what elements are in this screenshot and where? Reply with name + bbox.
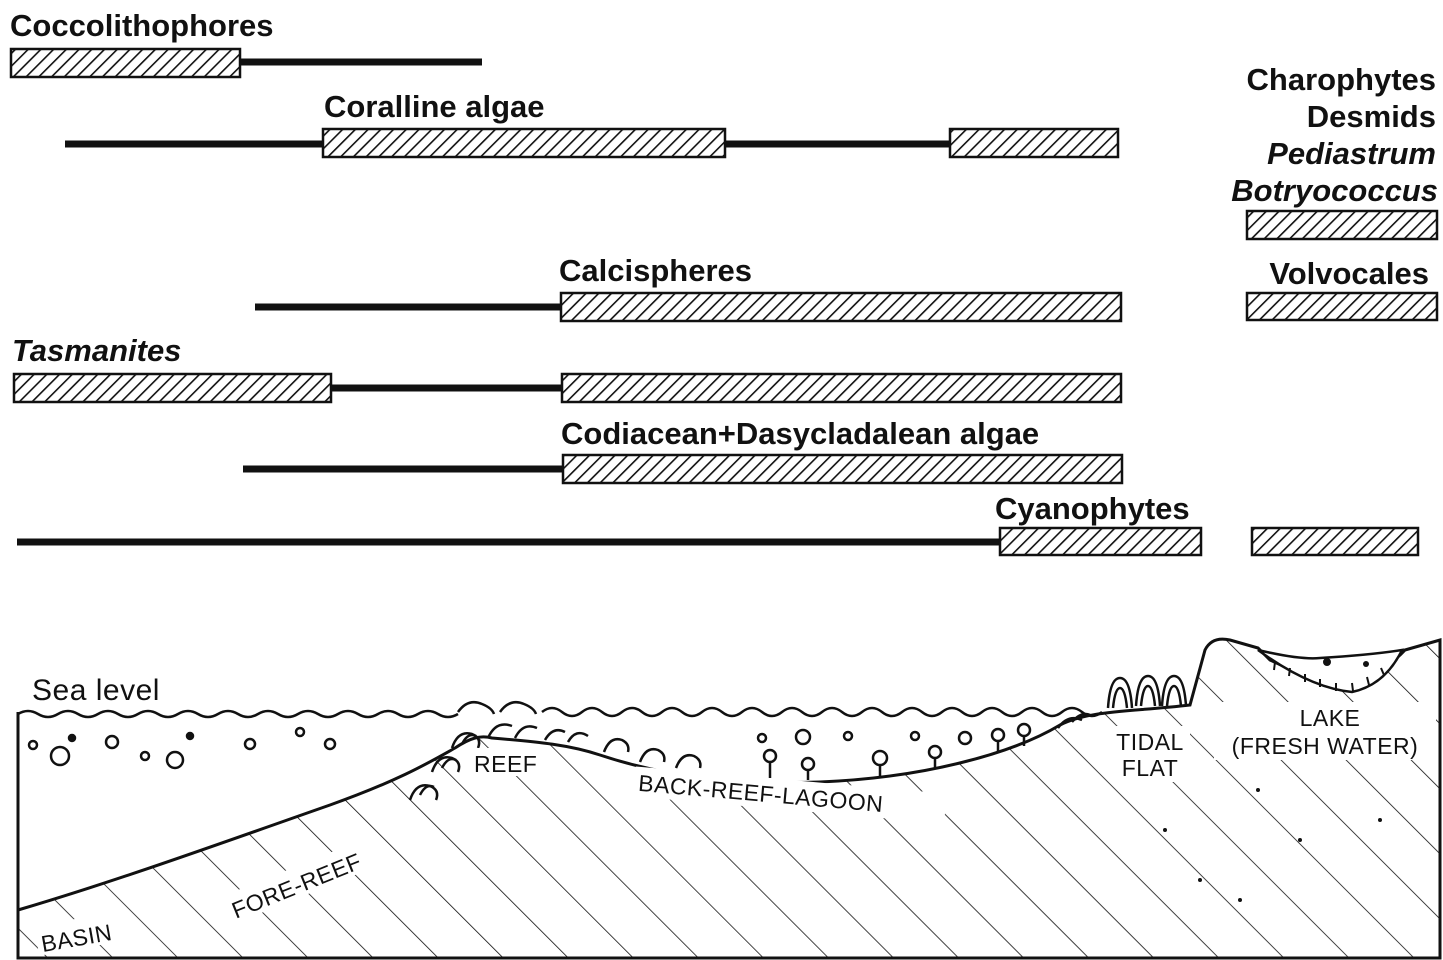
taxon-label-desmids: Desmids <box>1307 99 1436 134</box>
flat-label: FLAT <box>1122 755 1179 781</box>
range-bar <box>950 129 1118 157</box>
environment-cross-section: Sea level BASIN FORE-REEF REEF BACK-REEF… <box>18 639 1440 958</box>
reef-label-group: REEF <box>472 748 546 777</box>
range-calcispheres: Calcispheres <box>255 253 1121 321</box>
taxon-label-cyanophytes: Cyanophytes <box>995 491 1190 526</box>
taxon-label-charophytes: Charophytes <box>1247 62 1436 97</box>
taxon-label-coccolithophores: Coccolithophores <box>10 8 274 43</box>
range-bar-freshwater <box>1252 528 1418 555</box>
taxon-label-tasmanites: Tasmanites <box>12 333 181 368</box>
range-bar <box>562 374 1121 402</box>
range-bar <box>323 129 725 157</box>
taxon-label-coralline-algae: Coralline algae <box>324 89 545 124</box>
taxon-label-codiacean-dasycladalean: Codiacean+Dasycladalean algae <box>561 416 1039 451</box>
lake-label: LAKE <box>1300 705 1361 731</box>
range-bar-volvocales <box>1247 293 1437 320</box>
range-bar-freshwater-group <box>1247 211 1437 239</box>
freshwater-taxa: Charophytes Desmids Pediastrum Botryococ… <box>1231 62 1438 320</box>
lake-organism <box>1363 661 1369 667</box>
range-coralline-algae: Coralline algae <box>65 89 1118 157</box>
range-codiacean-dasycladalean: Codiacean+Dasycladalean algae <box>243 416 1122 483</box>
range-cyanophytes: Cyanophytes <box>17 491 1418 555</box>
taxon-label-pediastrum: Pediastrum <box>1267 136 1436 171</box>
reef-label: REEF <box>474 751 537 777</box>
lake-organism <box>1323 658 1331 666</box>
range-bar <box>11 49 240 77</box>
stromatolite-domes <box>1108 676 1186 708</box>
taxon-label-calcispheres: Calcispheres <box>559 253 752 288</box>
taxon-label-botryococcus: Botryococcus <box>1231 173 1438 208</box>
tidal-flat-label-group: TIDAL FLAT <box>1110 726 1190 782</box>
range-bar <box>561 293 1121 321</box>
taxon-label-volvocales: Volvocales <box>1269 256 1429 291</box>
lake-label-group: LAKE (FRESH WATER) <box>1214 702 1436 760</box>
range-chart: Coccolithophores Coralline algae Calcisp… <box>10 8 1438 555</box>
sea-level-label: Sea level <box>32 674 160 707</box>
range-tasmanites: Tasmanites <box>12 333 1121 402</box>
tidal-label: TIDAL <box>1116 729 1184 755</box>
range-coccolithophores: Coccolithophores <box>10 8 482 77</box>
range-bar <box>563 455 1122 483</box>
range-bar <box>1000 528 1201 555</box>
range-bar <box>14 374 331 402</box>
fresh-water-label: (FRESH WATER) <box>1232 733 1419 759</box>
